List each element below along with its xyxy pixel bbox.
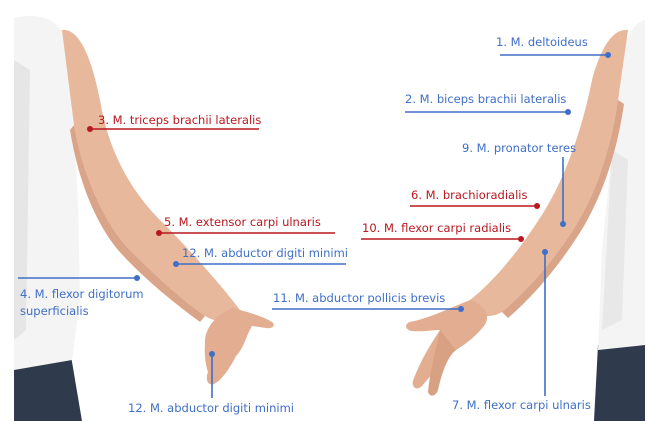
marker-flexor-carpi-radialis xyxy=(518,236,524,242)
marker-brachioradialis xyxy=(534,203,540,209)
marker-abductor-pollicis-brevis xyxy=(458,306,464,312)
label-pronator-teres: 9. M. pronator teres xyxy=(462,141,576,155)
label-flexor-carpi-radialis: 10. M. flexor carpi radialis xyxy=(362,221,511,235)
label-deltoideus: 1. M. deltoideus xyxy=(496,35,588,49)
marker-deltoideus xyxy=(605,52,611,58)
label-flexor-digitorum-line2: superficialis xyxy=(20,304,89,318)
label-abductor-pollicis-brevis: 11. M. abductor pollicis brevis xyxy=(273,291,445,305)
marker-biceps xyxy=(565,109,571,115)
marker-pronator-teres xyxy=(560,221,566,227)
marker-flexor-digitorum xyxy=(134,275,140,281)
label-abductor-digiti-minimi-lower: 12. M. abductor digiti minimi xyxy=(128,401,294,415)
label-flexor-digitorum-line1: 4. M. flexor digitorum xyxy=(20,287,144,301)
marker-flexor-carpi-ulnaris xyxy=(542,249,548,255)
label-brachioradialis: 6. M. brachioradialis xyxy=(411,188,527,202)
marker-triceps xyxy=(87,126,93,132)
marker-abductor-digiti-minimi-lower xyxy=(209,351,215,357)
left-hand xyxy=(205,308,274,384)
marker-extensor-carpi-ulnaris xyxy=(156,230,162,236)
label-biceps-brachii-lateralis: 2. M. biceps brachii lateralis xyxy=(405,92,566,106)
label-flexor-carpi-ulnaris: 7. M. flexor carpi ulnaris xyxy=(452,398,591,412)
label-triceps-brachii-lateralis: 3. M. triceps brachii lateralis xyxy=(98,113,261,127)
label-abductor-digiti-minimi-upper: 12. M. abductor digiti minimi xyxy=(182,246,348,260)
marker-abductor-digiti-minimi-upper xyxy=(173,261,179,267)
right-jeans xyxy=(594,340,645,421)
label-extensor-carpi-ulnaris: 5. M. extensor carpi ulnaris xyxy=(164,215,321,229)
